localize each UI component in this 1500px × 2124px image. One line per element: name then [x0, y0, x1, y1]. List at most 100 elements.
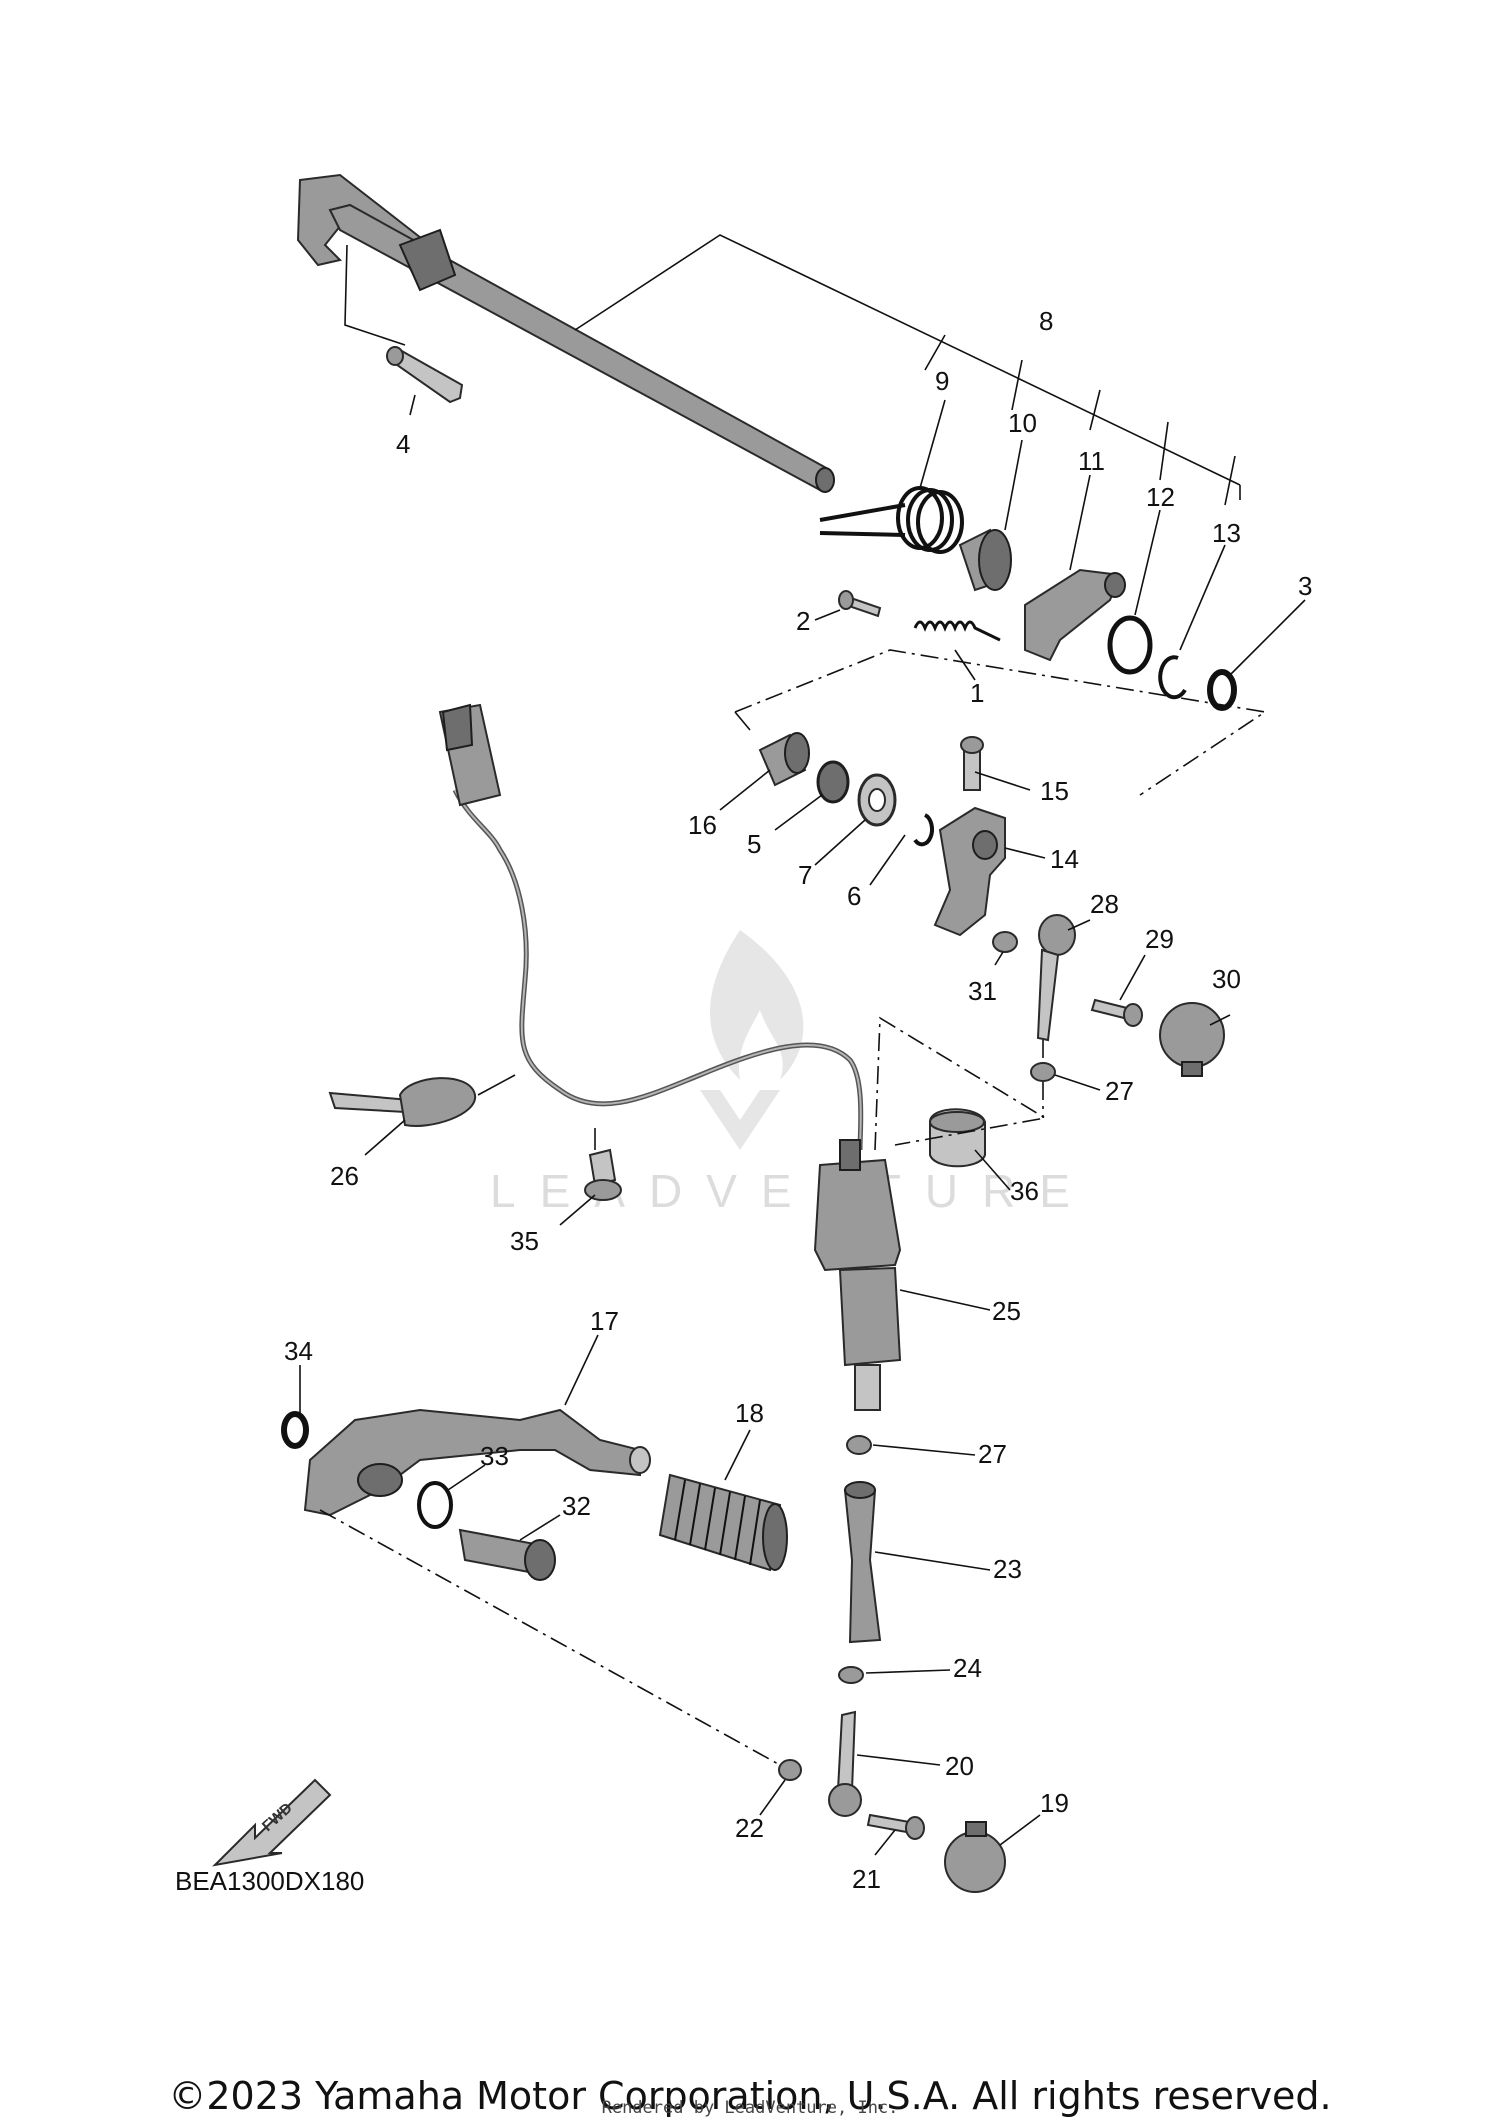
callout-2: 2: [796, 606, 810, 636]
callout-9: 9: [935, 366, 949, 396]
cover-30-dome: [1159, 1002, 1225, 1068]
collar-10: [958, 528, 1012, 592]
bolt-2: [838, 590, 882, 618]
callout-26: 26: [330, 1161, 359, 1191]
callout-33: 33: [480, 1441, 509, 1471]
shift-shaft-end: [815, 467, 835, 493]
grommet-top: [588, 1148, 617, 1187]
spring-coil-3: [916, 490, 964, 554]
leader-lines: [299, 234, 1306, 1856]
callout-18: 18: [735, 1398, 764, 1428]
rendered-by-notice: Rendered by LeadVenture, Inc.: [601, 2098, 899, 2118]
grommet-base: [584, 1179, 622, 1201]
cover-30: [1159, 1002, 1225, 1077]
shift-shaft-bracket: [398, 228, 457, 292]
sensor-head: [813, 1158, 902, 1272]
bolt-21-head: [905, 1816, 925, 1840]
bolt-32: [458, 1528, 556, 1581]
shift-arm-hole: [972, 830, 998, 860]
pedal-arm: [303, 1408, 641, 1517]
clamp-tab: [328, 1091, 412, 1114]
callout-12: 12: [1146, 482, 1175, 512]
washer-34: [281, 1411, 309, 1449]
rubber-end: [762, 1503, 788, 1571]
bolt-32-head: [524, 1539, 556, 1581]
plate-body: [1024, 568, 1122, 662]
bolt-15-head: [960, 736, 984, 754]
callout-24: 24: [953, 1653, 982, 1683]
fwd-arrow: FWD: [212, 1778, 332, 1867]
leadventure-watermark: LEADVENTURE: [490, 930, 1070, 1217]
callout-14: 14: [1050, 844, 1079, 874]
shift-pedal-17: [303, 1408, 651, 1517]
callout-4: 4: [396, 429, 410, 459]
cover-19-dome: [944, 1831, 1006, 1893]
callout-29: 29: [1145, 924, 1174, 954]
callout-10: 10: [1008, 408, 1037, 438]
plate-pin: [1104, 572, 1126, 598]
pin-end: [386, 346, 404, 366]
fwd-arrow-shape: [212, 1778, 332, 1867]
callout-25: 25: [992, 1296, 1021, 1326]
callout-15: 15: [1040, 776, 1069, 806]
shift-rod-23: [843, 1481, 882, 1644]
rod-end-20-eye: [828, 1783, 862, 1817]
sensor-cable: [452, 788, 864, 1151]
sensor-rod: [854, 1364, 881, 1411]
callout-27-lower: 27: [978, 1439, 1007, 1469]
collar-face: [978, 529, 1012, 591]
callout-22: 22: [735, 1813, 764, 1843]
return-spring-1: [913, 620, 1001, 642]
callout-35: 35: [510, 1226, 539, 1256]
cover-19: [944, 1821, 1006, 1893]
copyright-notice: ©2023 Yamaha Motor Corporation, U.S.A. A…: [168, 2074, 1332, 2118]
spring-coil-2: [906, 488, 954, 552]
nut-27-upper: [1030, 1062, 1056, 1082]
clip-13: [1158, 655, 1187, 700]
bolt-15: [960, 736, 984, 791]
spring-legs: [819, 503, 906, 537]
rod-body: [843, 1489, 882, 1644]
callout-8: 8: [1039, 306, 1053, 336]
callout-21: 21: [852, 1864, 881, 1894]
shift-shaft-8: [296, 173, 835, 493]
oil-seal-5: [816, 760, 850, 804]
callout-34: 34: [284, 1336, 313, 1366]
callout-20: 20: [945, 1751, 974, 1781]
shift-arm-14: [933, 806, 1006, 937]
shift-arm-body: [933, 806, 1006, 937]
rubber-ribs: [674, 1479, 761, 1566]
rod-end-28: [1036, 914, 1076, 1042]
nut-24: [838, 1666, 864, 1684]
diagram-code: BEA1300DX180: [175, 1866, 364, 1896]
callout-7: 7: [798, 860, 812, 890]
callout-3: 3: [1298, 571, 1312, 601]
rod-end-eye: [1038, 914, 1076, 956]
callout-30: 30: [1212, 964, 1241, 994]
callout-11: 11: [1078, 446, 1105, 476]
sensor-plug: [839, 1139, 861, 1171]
o-ring-33: [417, 1481, 453, 1529]
connector-face: [441, 703, 474, 752]
nut-27-lower: [846, 1435, 872, 1455]
torsion-spring-9: [819, 486, 964, 554]
bearing-16: [758, 732, 810, 787]
plate-11: [1024, 568, 1126, 662]
nut-31: [992, 931, 1018, 953]
callout-31: 31: [968, 976, 997, 1006]
nut-22: [778, 1759, 802, 1781]
pedal-tip: [629, 1446, 651, 1474]
cover-30-stem: [1181, 1061, 1203, 1077]
ring-12: [1107, 615, 1153, 675]
callout-27-upper: 27: [1105, 1076, 1134, 1106]
callout-19: 19: [1040, 1788, 1069, 1818]
cover-36-top: [929, 1111, 985, 1133]
flame-logo: [710, 930, 804, 1080]
callout-6: 6: [847, 881, 861, 911]
pin-4: [386, 346, 464, 404]
callout-16: 16: [688, 810, 717, 840]
rod-end-top: [844, 1481, 876, 1499]
bearing-face: [784, 732, 810, 774]
